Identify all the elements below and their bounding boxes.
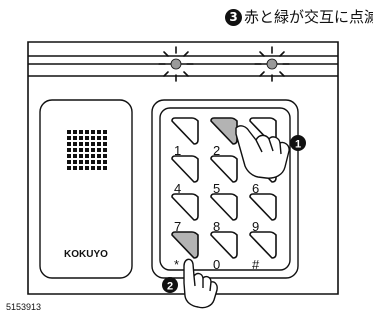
speaker-hole: [97, 166, 101, 170]
speaker-hole: [91, 142, 95, 146]
key-label: 5: [213, 181, 220, 196]
speaker-hole: [103, 148, 107, 152]
speaker-hole: [79, 166, 83, 170]
speaker-hole: [91, 130, 95, 134]
key-8[interactable]: 8: [210, 193, 238, 234]
key-label: 8: [213, 219, 220, 234]
key-face: [249, 231, 277, 259]
speaker-hole: [73, 136, 77, 140]
speaker-hole: [91, 160, 95, 164]
speaker-hole: [79, 130, 83, 134]
speaker-hole: [67, 160, 71, 164]
speaker-hole: [79, 160, 83, 164]
speaker-hole: [85, 130, 89, 134]
speaker-hole: [97, 154, 101, 158]
key-hash[interactable]: #: [249, 231, 277, 272]
speaker-hole: [73, 130, 77, 134]
speaker-hole: [73, 160, 77, 164]
key-face: [210, 231, 238, 259]
speaker-hole: [97, 160, 101, 164]
speaker-hole: [67, 154, 71, 158]
speaker-hole: [79, 142, 83, 146]
annotation-number: 3: [225, 9, 242, 26]
key-face: [171, 155, 199, 183]
speaker-grille: [67, 130, 107, 170]
card-reader-panel: [39, 99, 133, 279]
callout-1-number: 1: [295, 139, 301, 151]
brand-logo: KOKUYO: [64, 249, 108, 260]
device-body-outline: [27, 41, 339, 295]
speaker-hole: [67, 136, 71, 140]
key-label: *: [174, 257, 179, 272]
key-label: #: [252, 257, 260, 272]
key-5[interactable]: 5: [210, 155, 238, 196]
speaker-hole: [67, 166, 71, 170]
callout-1: 1: [290, 135, 306, 151]
key-0[interactable]: 0: [210, 231, 238, 272]
speaker-hole: [91, 154, 95, 158]
hand-pressing-star-key: [183, 258, 218, 309]
key-4[interactable]: 4: [171, 155, 199, 196]
speaker-hole: [79, 148, 83, 152]
speaker-hole: [85, 160, 89, 164]
speaker-hole: [97, 142, 101, 146]
speaker-hole: [91, 136, 95, 140]
speaker-hole: [103, 154, 107, 158]
key-label: 0: [213, 257, 220, 272]
speaker-hole: [73, 154, 77, 158]
key-label: 1: [174, 143, 181, 158]
speaker-hole: [91, 166, 95, 170]
speaker-hole: [103, 136, 107, 140]
key-star[interactable]: *: [171, 231, 199, 272]
key-9[interactable]: 9: [249, 193, 277, 234]
image-code: 5153913: [6, 302, 42, 312]
speaker-hole: [97, 136, 101, 140]
speaker-hole: [73, 148, 77, 152]
keypad-frame-inner: [159, 107, 291, 271]
annotation-text: 赤と緑が交互に点滅: [244, 8, 373, 26]
speaker-hole: [67, 130, 71, 134]
hand-pressing-key-2: [235, 125, 290, 179]
speaker-hole: [97, 130, 101, 134]
speaker-hole: [97, 148, 101, 152]
key-label: 6: [252, 181, 259, 196]
key-2[interactable]: 2: [210, 117, 238, 158]
key-face: [249, 193, 277, 221]
speaker-hole: [103, 160, 107, 164]
callout-2: 2: [162, 277, 178, 293]
speaker-hole: [85, 154, 89, 158]
key-label: 9: [252, 219, 259, 234]
key-face: [210, 117, 238, 145]
speaker-hole: [85, 136, 89, 140]
speaker-hole: [103, 166, 107, 170]
speaker-hole: [103, 130, 107, 134]
key-face: [171, 231, 199, 259]
key-face: [171, 193, 199, 221]
speaker-hole: [79, 136, 83, 140]
indicator-light-left: [158, 46, 194, 82]
key-label: 4: [174, 181, 181, 196]
key-face: [171, 117, 199, 145]
key-label: 7: [174, 219, 181, 234]
speaker-hole: [85, 148, 89, 152]
key-face: [210, 193, 238, 221]
speaker-hole: [79, 154, 83, 158]
speaker-hole: [91, 148, 95, 152]
speaker-hole: [73, 142, 77, 146]
key-7[interactable]: 7: [171, 193, 199, 234]
speaker-hole: [85, 166, 89, 170]
key-face: [210, 155, 238, 183]
indicator-light-right: [254, 46, 290, 82]
speaker-hole: [67, 148, 71, 152]
key-1[interactable]: 1: [171, 117, 199, 158]
key-label: 2: [213, 143, 220, 158]
speaker-hole: [103, 142, 107, 146]
speaker-hole: [85, 142, 89, 146]
speaker-hole: [73, 166, 77, 170]
callout-2-number: 2: [167, 281, 173, 293]
speaker-hole: [67, 142, 71, 146]
